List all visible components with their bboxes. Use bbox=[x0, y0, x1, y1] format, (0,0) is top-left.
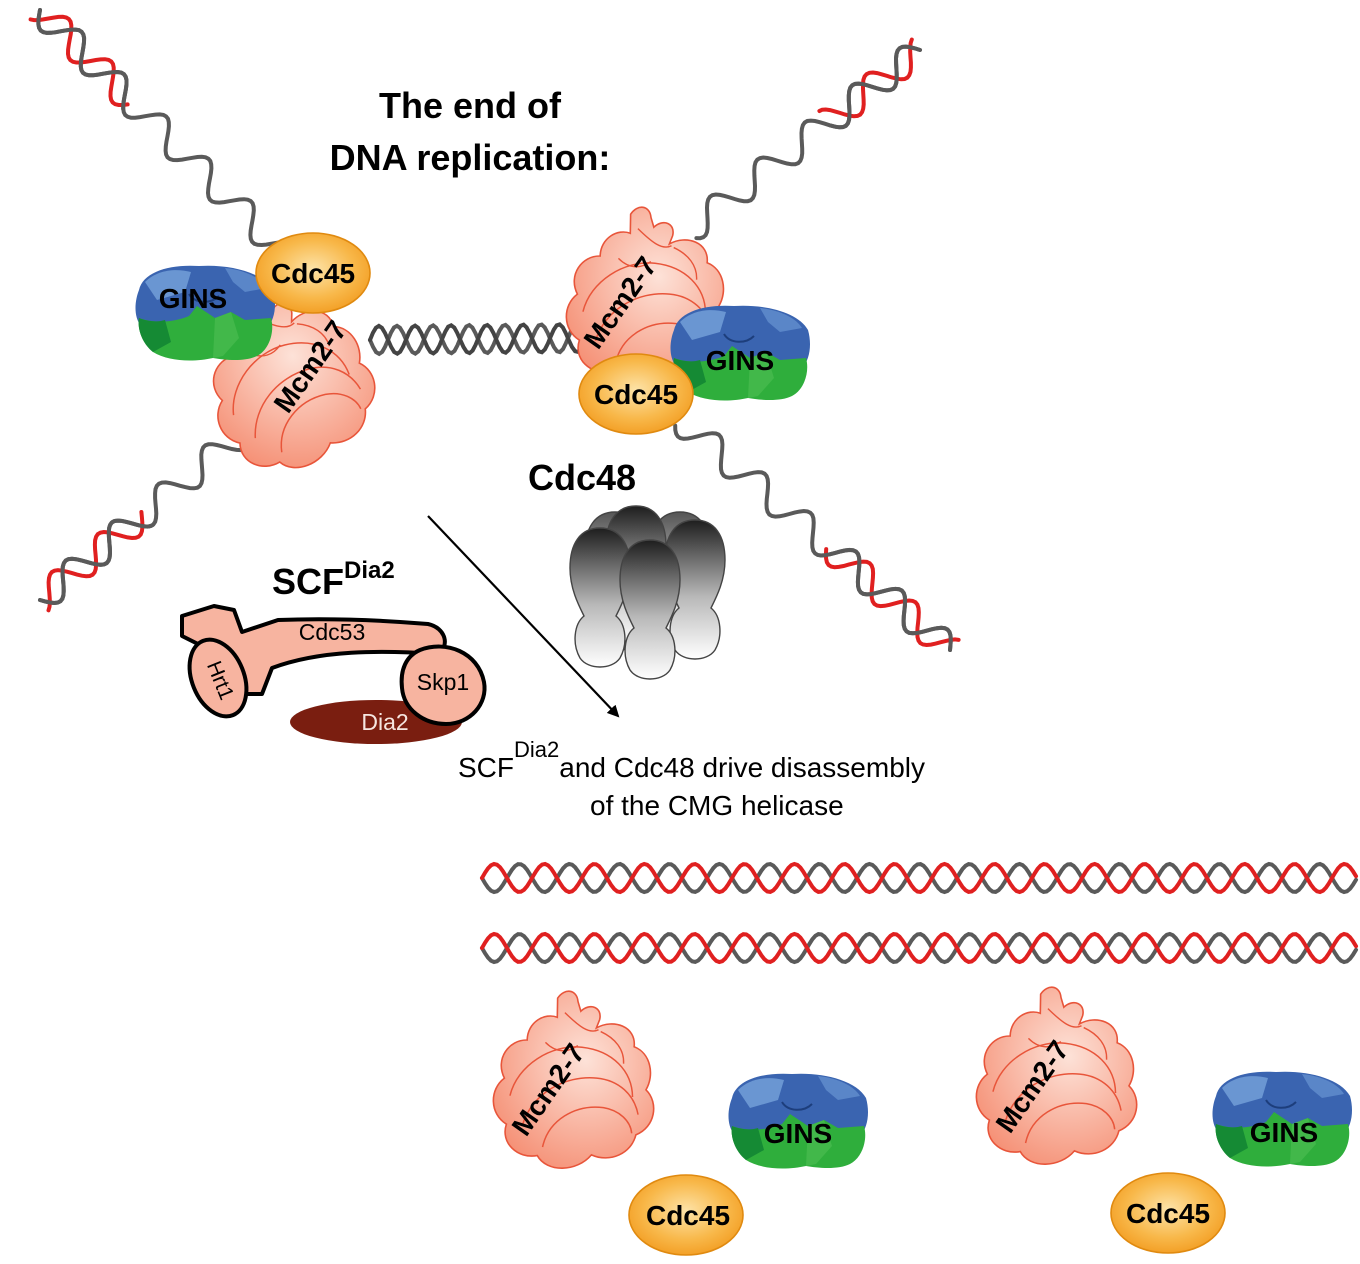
right-replisome: Cdc45 GINS Mcm2-7 bbox=[556, 199, 811, 435]
skp1-label: Skp1 bbox=[417, 669, 469, 695]
cdc53-label: Cdc53 bbox=[299, 619, 365, 645]
dia2-label: Dia2 bbox=[361, 709, 408, 735]
caption-line2: of the CMG helicase bbox=[590, 790, 844, 821]
diagram-title-line2: DNA replication: bbox=[330, 137, 611, 178]
dna-arm-bottom-right-overlap bbox=[818, 547, 953, 652]
dna-layer bbox=[28, 8, 1358, 965]
left-replisome: Cdc45 GINS Mcm2-7 bbox=[134, 232, 396, 493]
product-1-cdc45-label: Cdc45 bbox=[646, 1200, 730, 1231]
right-cdc45-label: Cdc45 bbox=[594, 379, 678, 410]
dna-arm-top-right-overlap bbox=[828, 44, 922, 130]
dna-arm-bottom-left-overlap bbox=[38, 518, 155, 606]
dna-daughter-duplex-1-strand-b bbox=[480, 861, 1358, 895]
product-2-cdc45-label: Cdc45 bbox=[1126, 1198, 1210, 1229]
product-set-1: Mcm2-7 GINS Cdc45 bbox=[483, 983, 869, 1256]
right-gins-label: GINS bbox=[706, 345, 774, 376]
product-2-gins-label: GINS bbox=[1250, 1117, 1318, 1148]
dna-arm-top-left-overlap bbox=[36, 8, 129, 111]
scf-title: SCFDia2 bbox=[272, 557, 395, 602]
dna-arm-top-left-new bbox=[28, 14, 130, 107]
cdc48-complex: Cdc48 bbox=[528, 457, 726, 680]
dna-daughter-duplex-2-strand-b bbox=[480, 931, 1358, 965]
dna-arm-bottom-right-new bbox=[823, 547, 961, 648]
product-set-2: Mcm2-7 GINS Cdc45 bbox=[966, 979, 1353, 1254]
dna-daughter-duplex-1-strand-a bbox=[480, 861, 1358, 895]
product-1-gins-label: GINS bbox=[764, 1118, 832, 1149]
hrt1-domain bbox=[187, 637, 249, 719]
dna-arm-top-left-parent bbox=[36, 8, 299, 280]
left-gins-label: GINS bbox=[159, 283, 227, 314]
dna-unreplicated-duplex-strand-b bbox=[368, 322, 592, 357]
process-arrow bbox=[427, 515, 620, 718]
left-cdc45-label: Cdc45 bbox=[271, 258, 355, 289]
caption-line1: SCFDia2and Cdc48 drive disassembly bbox=[458, 737, 925, 783]
diagram-title-line1: The end of bbox=[379, 85, 562, 126]
dna-daughter-duplex-2-strand-a bbox=[480, 931, 1358, 965]
dna-arm-top-right-new bbox=[817, 37, 914, 119]
cdc48-label: Cdc48 bbox=[528, 457, 636, 498]
skp1-domain bbox=[399, 644, 487, 727]
scf-dia2-complex: SCFDia2 Cdc53 Skp1 Dia2 Hrt1 bbox=[180, 557, 487, 744]
